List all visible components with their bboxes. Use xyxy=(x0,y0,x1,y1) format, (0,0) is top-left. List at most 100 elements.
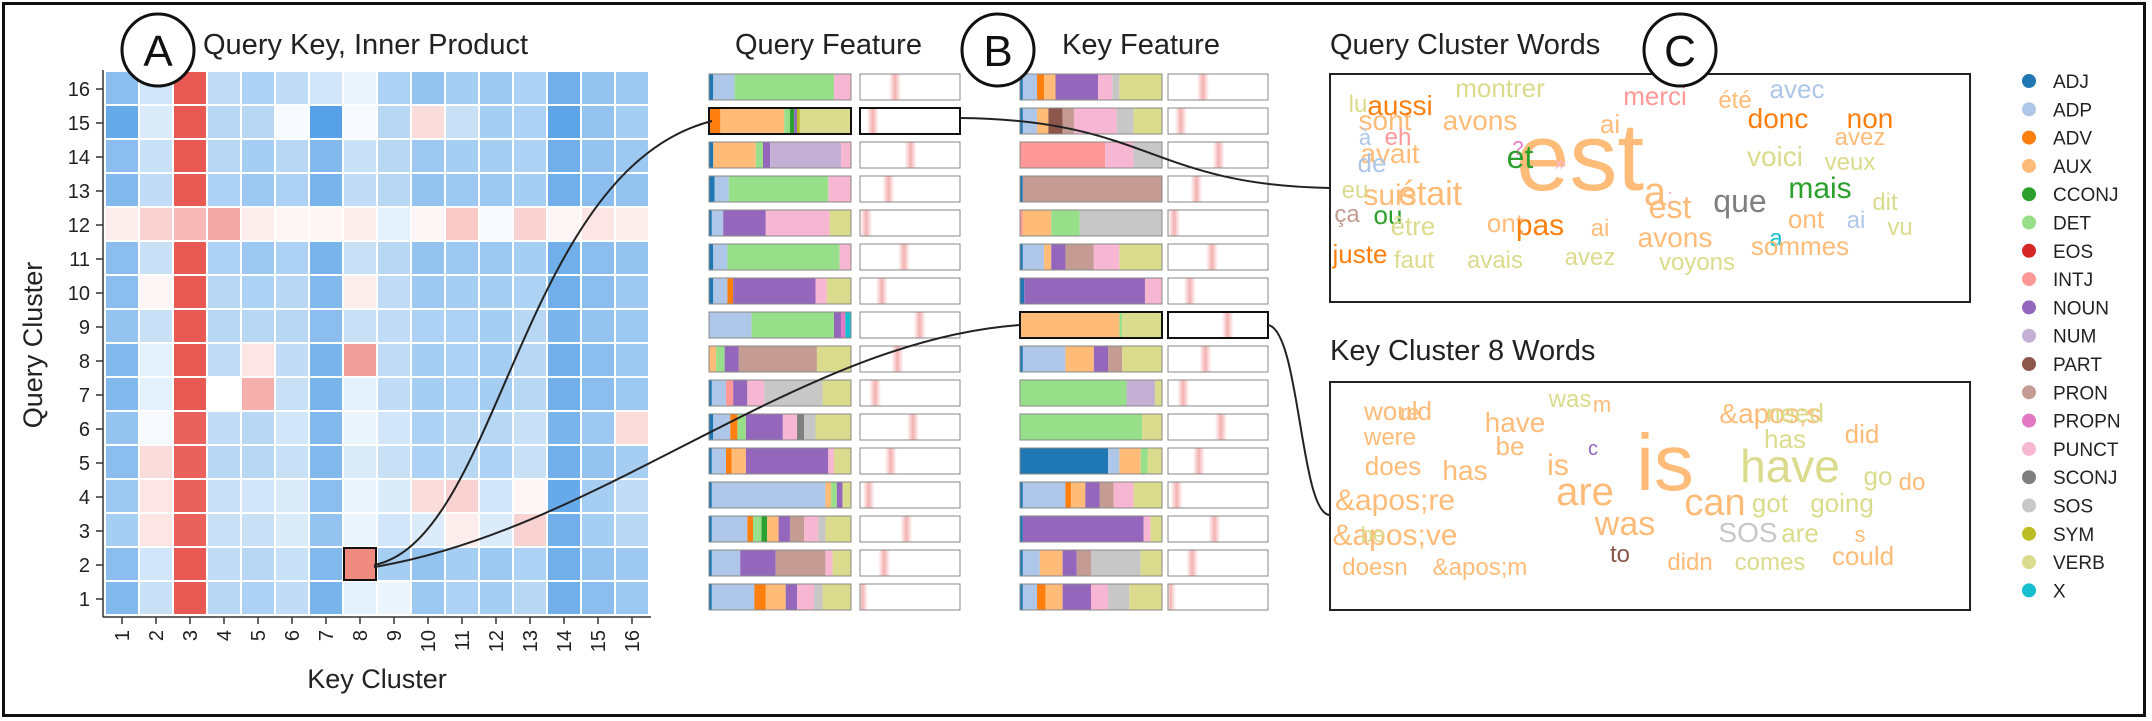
heatmap-cell[interactable] xyxy=(582,344,614,376)
heatmap-cell[interactable] xyxy=(106,140,138,172)
heatmap-cell[interactable] xyxy=(582,446,614,478)
heatmap-cell[interactable] xyxy=(412,446,444,478)
heatmap-cell[interactable] xyxy=(548,174,580,206)
heatmap-cell[interactable] xyxy=(140,174,172,206)
heatmap-cell[interactable] xyxy=(106,276,138,308)
heatmap-cell[interactable] xyxy=(140,412,172,444)
heatmap-cell[interactable] xyxy=(582,582,614,614)
heatmap-cell[interactable] xyxy=(446,310,478,342)
heatmap-cell[interactable] xyxy=(616,446,648,478)
heatmap-cell[interactable] xyxy=(378,582,410,614)
heatmap-cell[interactable] xyxy=(106,446,138,478)
heatmap-cell[interactable] xyxy=(310,582,342,614)
heatmap-cell[interactable] xyxy=(208,276,240,308)
heatmap-cell[interactable] xyxy=(242,106,274,138)
heatmap-cell[interactable] xyxy=(174,548,206,580)
heatmap-cell[interactable] xyxy=(276,548,308,580)
heatmap-cell[interactable] xyxy=(378,412,410,444)
heatmap-cell[interactable] xyxy=(582,310,614,342)
heatmap-cell[interactable] xyxy=(310,242,342,274)
heatmap-cell[interactable] xyxy=(276,140,308,172)
key-feature-bar-row[interactable] xyxy=(1019,413,1163,441)
heatmap-cell[interactable] xyxy=(480,548,512,580)
query-feature-bar-row[interactable] xyxy=(708,345,852,373)
query-feature-bar-row[interactable] xyxy=(708,481,852,509)
heatmap-cell[interactable] xyxy=(276,480,308,512)
heatmap-cell[interactable] xyxy=(480,310,512,342)
heatmap-cell[interactable] xyxy=(208,582,240,614)
key-feature-bar-row[interactable] xyxy=(1019,277,1163,305)
heatmap-cell[interactable] xyxy=(446,72,478,104)
heatmap-cell[interactable] xyxy=(514,446,546,478)
heatmap-cell[interactable] xyxy=(514,480,546,512)
heatmap-cell[interactable] xyxy=(616,106,648,138)
heatmap-cell[interactable] xyxy=(412,412,444,444)
heatmap-cell[interactable] xyxy=(480,344,512,376)
heatmap-cell[interactable] xyxy=(446,582,478,614)
heatmap-cell[interactable] xyxy=(276,514,308,546)
heatmap-cell[interactable] xyxy=(616,480,648,512)
key-feature-bar-row[interactable] xyxy=(1019,447,1163,475)
heatmap-cell[interactable] xyxy=(242,582,274,614)
heatmap-cell[interactable] xyxy=(378,174,410,206)
heatmap-cell[interactable] xyxy=(514,140,546,172)
query-feature-bar-row[interactable] xyxy=(708,515,852,543)
heatmap-cell[interactable] xyxy=(242,242,274,274)
heatmap-cell[interactable] xyxy=(480,106,512,138)
heatmap-cell[interactable] xyxy=(344,208,376,240)
heatmap-cell[interactable] xyxy=(616,72,648,104)
heatmap-cell[interactable] xyxy=(344,480,376,512)
heatmap-cell[interactable] xyxy=(242,276,274,308)
heatmap-cell[interactable] xyxy=(174,242,206,274)
heatmap-cell[interactable] xyxy=(310,480,342,512)
heatmap-cell[interactable] xyxy=(242,174,274,206)
key-feature-bar-row[interactable] xyxy=(1019,141,1163,169)
heatmap-cell[interactable] xyxy=(548,344,580,376)
heatmap-cell[interactable] xyxy=(412,310,444,342)
query-feature-bar-row[interactable] xyxy=(708,311,852,339)
heatmap-cell[interactable] xyxy=(378,310,410,342)
heatmap-cell[interactable] xyxy=(310,344,342,376)
heatmap-cell[interactable] xyxy=(344,582,376,614)
heatmap-cell[interactable] xyxy=(174,174,206,206)
heatmap-cell[interactable] xyxy=(208,378,240,410)
heatmap-cell[interactable] xyxy=(480,242,512,274)
heatmap-cell[interactable] xyxy=(412,140,444,172)
heatmap-cell[interactable] xyxy=(582,242,614,274)
key-feature-bar-row[interactable] xyxy=(1019,243,1163,271)
key-feature-bar-row[interactable] xyxy=(1019,209,1163,237)
heatmap-cell[interactable] xyxy=(514,242,546,274)
heatmap-cell[interactable] xyxy=(106,412,138,444)
heatmap-cell[interactable] xyxy=(548,446,580,478)
heatmap-cell[interactable] xyxy=(378,72,410,104)
heatmap-cell[interactable] xyxy=(412,582,444,614)
heatmap-cell[interactable] xyxy=(208,480,240,512)
heatmap-cell[interactable] xyxy=(378,480,410,512)
heatmap-cell[interactable] xyxy=(106,582,138,614)
heatmap-cell[interactable] xyxy=(514,208,546,240)
heatmap-cell[interactable] xyxy=(310,548,342,580)
heatmap-cell[interactable] xyxy=(242,140,274,172)
heatmap-cell[interactable] xyxy=(548,582,580,614)
heatmap-cell[interactable] xyxy=(140,446,172,478)
heatmap-cell[interactable] xyxy=(446,548,478,580)
heatmap-cell[interactable] xyxy=(310,174,342,206)
heatmap-cell[interactable] xyxy=(140,208,172,240)
heatmap-cell[interactable] xyxy=(106,106,138,138)
heatmap-cell[interactable] xyxy=(378,446,410,478)
heatmap-cell[interactable] xyxy=(582,72,614,104)
heatmap-cell[interactable] xyxy=(616,208,648,240)
query-feature-bar-row[interactable] xyxy=(708,209,852,237)
heatmap-cell[interactable] xyxy=(344,174,376,206)
key-feature-bar-row[interactable] xyxy=(1019,345,1163,373)
heatmap-cell[interactable] xyxy=(378,276,410,308)
heatmap-cell[interactable] xyxy=(616,412,648,444)
heatmap-cell[interactable] xyxy=(548,106,580,138)
heatmap-cell[interactable] xyxy=(412,276,444,308)
heatmap-cell[interactable] xyxy=(548,208,580,240)
heatmap-cell[interactable] xyxy=(378,378,410,410)
heatmap-cell[interactable] xyxy=(276,344,308,376)
heatmap-cell[interactable] xyxy=(208,344,240,376)
heatmap-cell[interactable] xyxy=(616,242,648,274)
heatmap-cell[interactable] xyxy=(140,344,172,376)
